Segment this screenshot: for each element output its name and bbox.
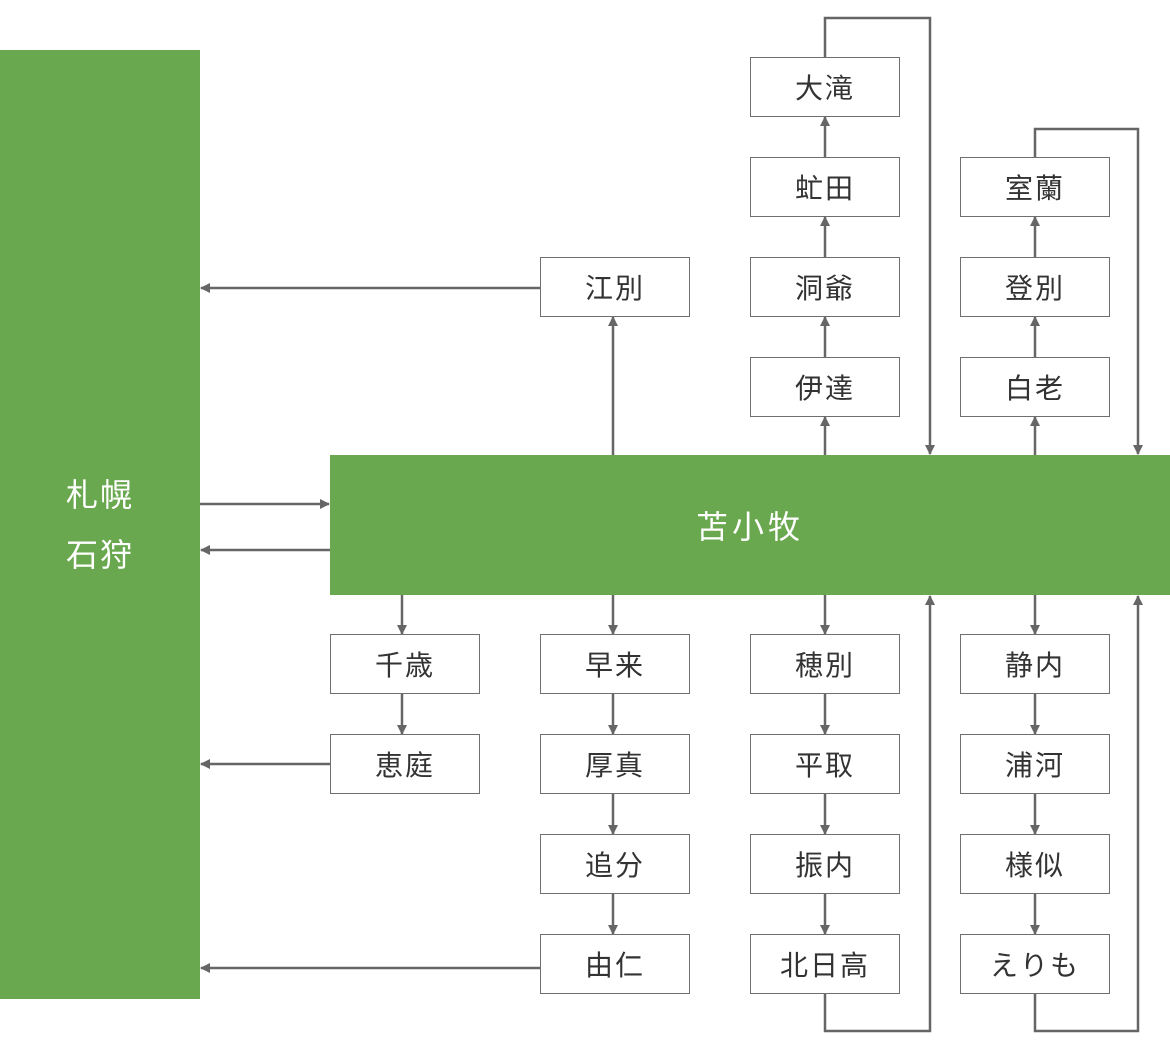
node-erimo: えりも — [960, 934, 1110, 994]
node-kitahidaka: 北日高 — [750, 934, 900, 994]
node-biratori: 平取 — [750, 734, 900, 794]
node-samani: 様似 — [960, 834, 1110, 894]
node-shizunai: 静内 — [960, 634, 1110, 694]
node-oiwake: 追分 — [540, 834, 690, 894]
ishikari-label: 石狩 — [65, 535, 134, 574]
node-urakawa: 浦河 — [960, 734, 1110, 794]
edge-otaki-to-tomakomai — [823, 16, 935, 455]
tomakomai-block: 苫小牧 — [330, 455, 1170, 595]
node-atsuma: 厚真 — [540, 734, 690, 794]
node-hobetsu: 穂別 — [750, 634, 900, 694]
node-shiraoi: 白老 — [960, 357, 1110, 417]
node-toya: 洞爺 — [750, 257, 900, 317]
node-eniwa: 恵庭 — [330, 734, 480, 794]
sapporo-ishikari-block: 札幌 石狩 — [0, 50, 200, 999]
node-hayakita: 早来 — [540, 634, 690, 694]
node-ebetsu: 江別 — [540, 257, 690, 317]
edge-kitahidaka-to-tomakomai — [823, 595, 935, 1033]
node-otaki: 大滝 — [750, 57, 900, 117]
edge-muroran-to-tomakomai — [1033, 127, 1143, 455]
tomakomai-label: 苫小牧 — [695, 508, 804, 546]
sapporo-label: 札幌 — [65, 475, 134, 514]
node-yuni: 由仁 — [540, 934, 690, 994]
node-chitose: 千歳 — [330, 634, 480, 694]
node-furenai: 振内 — [750, 834, 900, 894]
node-sobetsu: 虻田 — [750, 157, 900, 217]
edge-erimo-to-tomakomai — [1033, 595, 1143, 1033]
node-noboribetsu: 登別 — [960, 257, 1110, 317]
node-date: 伊達 — [750, 357, 900, 417]
node-muroran: 室蘭 — [960, 157, 1110, 217]
